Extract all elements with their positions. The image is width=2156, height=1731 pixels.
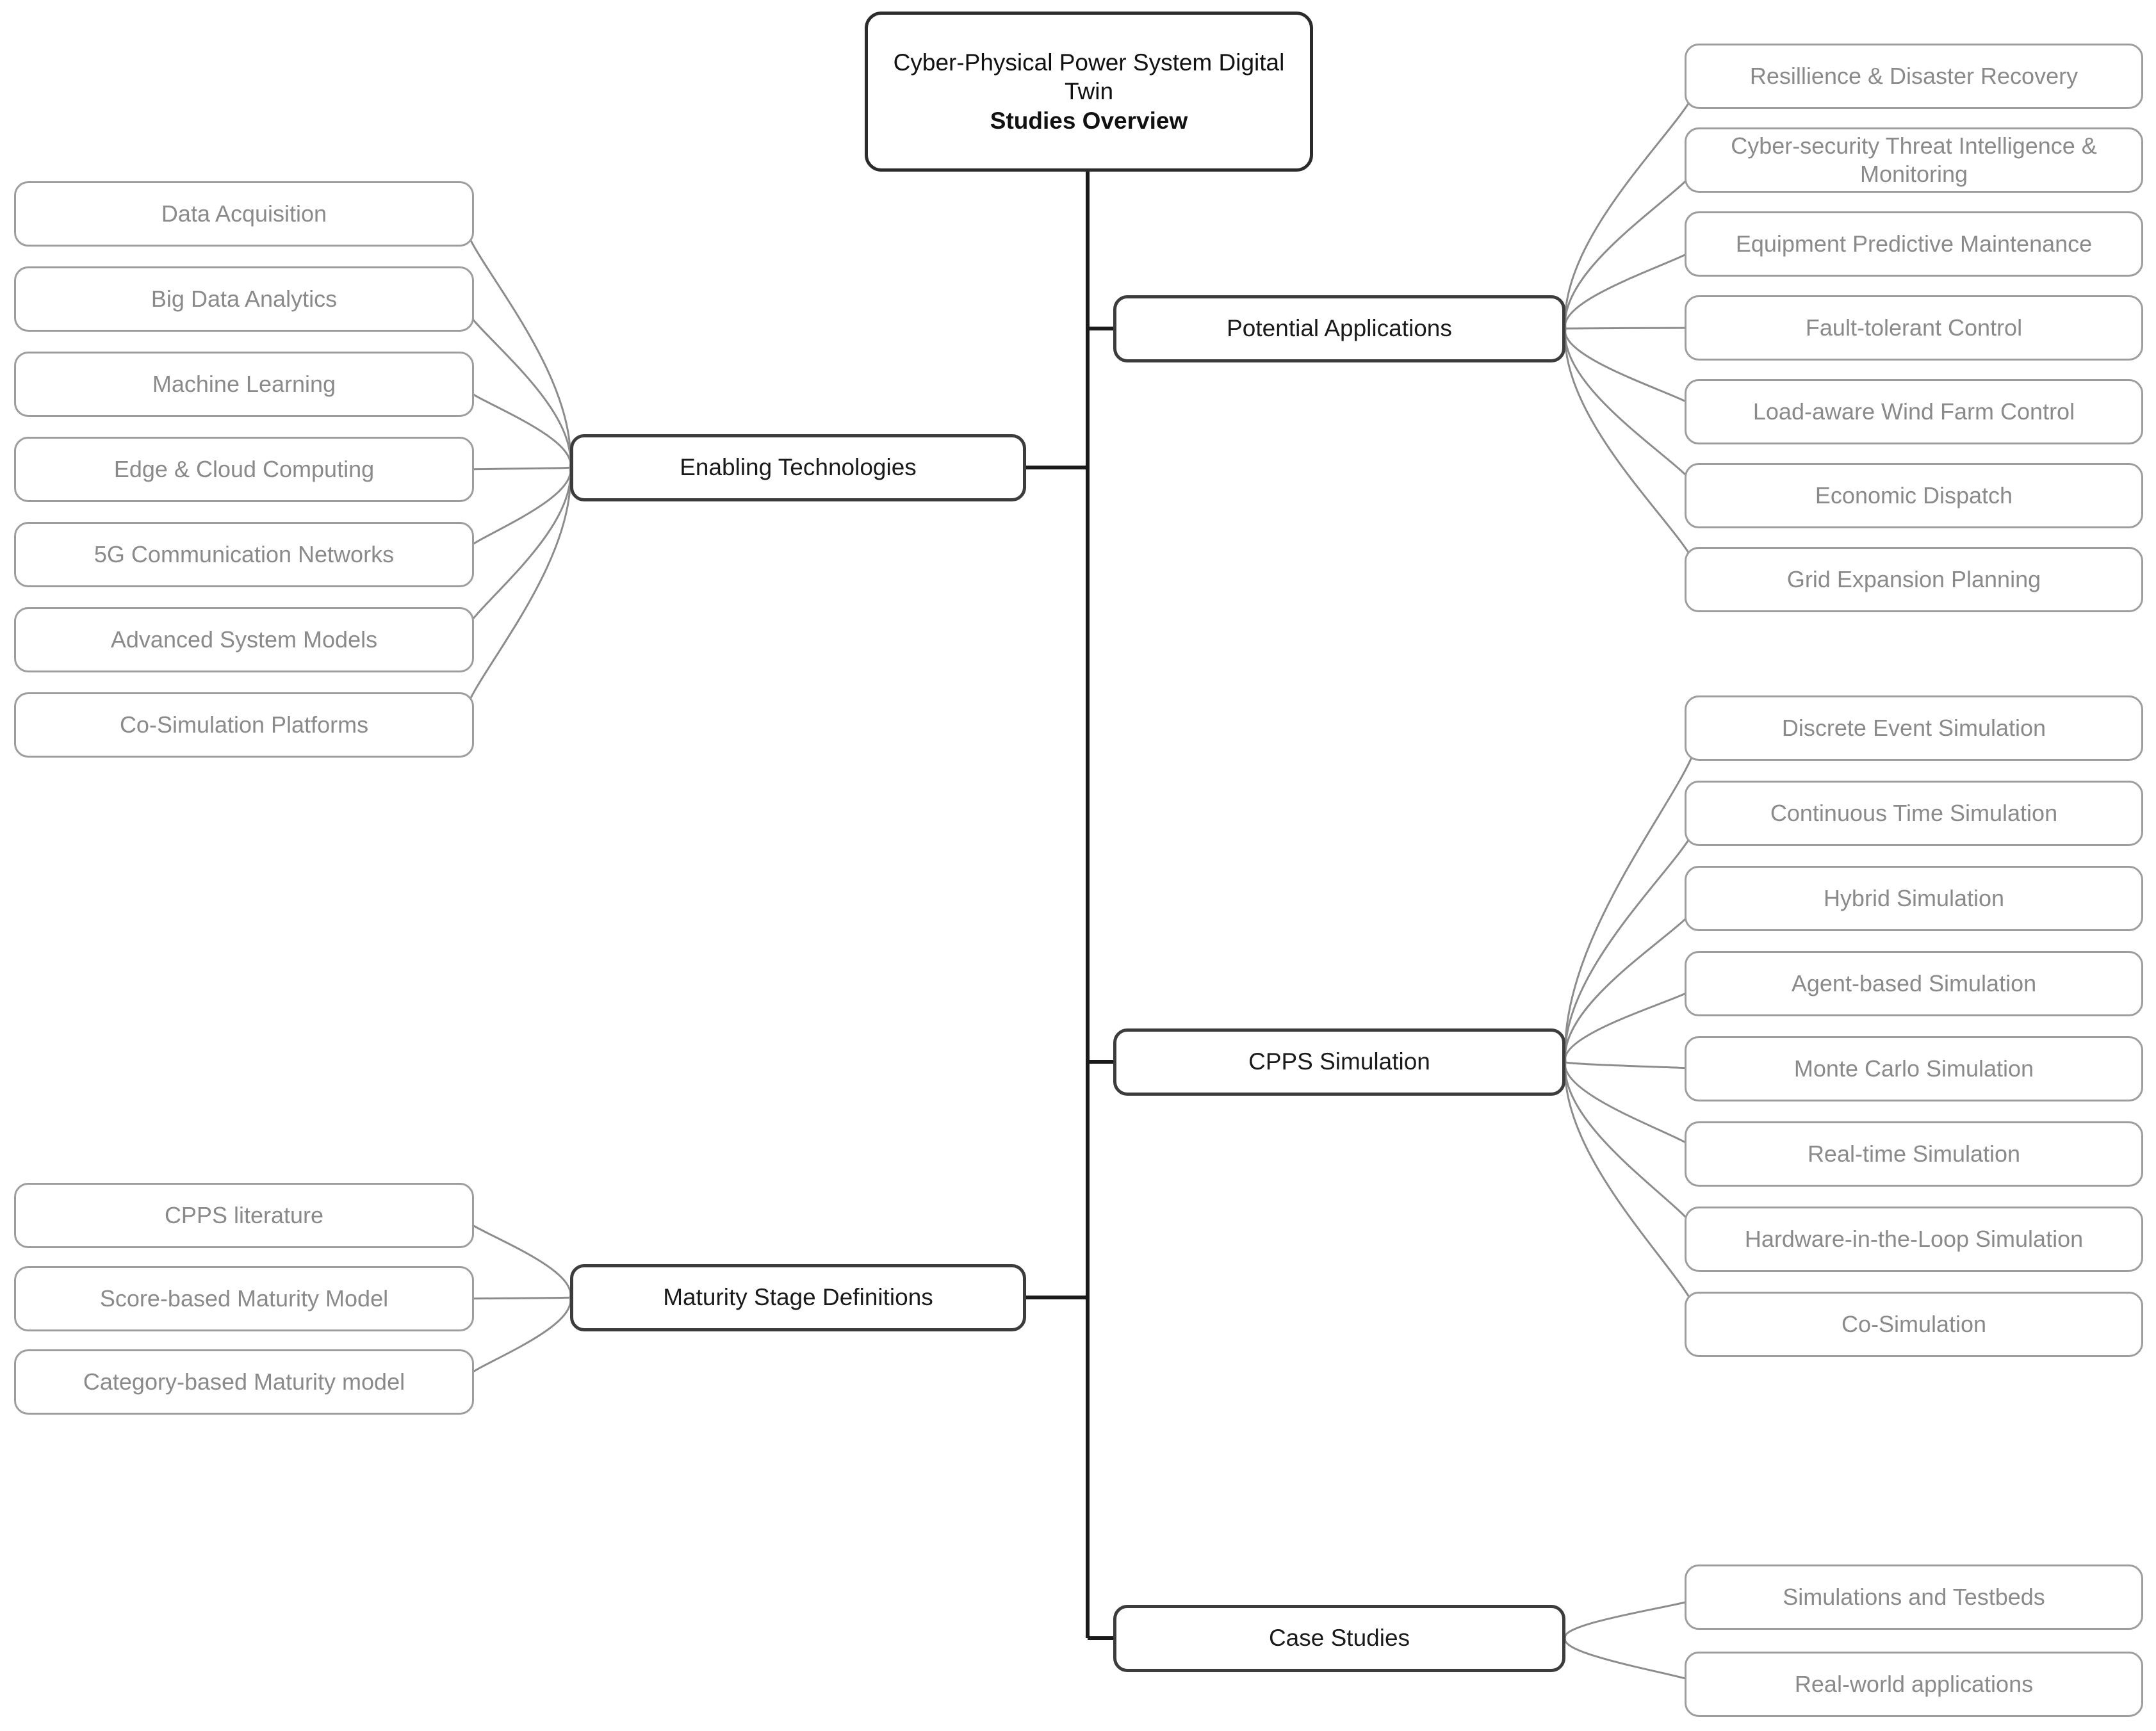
branch-node-potential-applications[interactable]: Potential Applications: [1113, 295, 1565, 362]
branch-label-enabling-technologies: Enabling Technologies: [680, 454, 917, 481]
leaf-node-enabling-technologies-0[interactable]: Data Acquisition: [14, 181, 474, 247]
leaf-node-cpps-simulation-5[interactable]: Real-time Simulation: [1685, 1121, 2143, 1187]
root-node[interactable]: Cyber-Physical Power System Digital Twin…: [865, 12, 1313, 172]
leaf-node-potential-applications-6[interactable]: Grid Expansion Planning: [1685, 547, 2143, 612]
leaf-label: Data Acquisition: [161, 200, 327, 227]
leaf-label: Hardware-in-the-Loop Simulation: [1744, 1226, 2084, 1253]
leaf-node-potential-applications-5[interactable]: Economic Dispatch: [1685, 463, 2143, 528]
leaf-label: Discrete Event Simulation: [1781, 715, 2046, 742]
leaf-label: Simulations and Testbeds: [1783, 1584, 2045, 1611]
leaf-node-enabling-technologies-5[interactable]: Advanced System Models: [14, 607, 474, 672]
leaf-node-case-studies-1[interactable]: Real-world applications: [1685, 1652, 2143, 1717]
branch-node-maturity-stage-definitions[interactable]: Maturity Stage Definitions: [570, 1264, 1026, 1331]
leaf-node-cpps-simulation-6[interactable]: Hardware-in-the-Loop Simulation: [1685, 1207, 2143, 1272]
branch-node-case-studies[interactable]: Case Studies: [1113, 1604, 1565, 1672]
branch-label-case-studies: Case Studies: [1268, 1625, 1410, 1652]
leaf-label: Edge & Cloud Computing: [113, 456, 375, 483]
leaf-label: Economic Dispatch: [1815, 482, 2013, 509]
root-title-line2: Studies Overview: [990, 107, 1188, 134]
leaf-label: Load-aware Wind Farm Control: [1752, 398, 2075, 425]
leaf-node-enabling-technologies-2[interactable]: Machine Learning: [14, 352, 474, 417]
leaf-node-cpps-simulation-4[interactable]: Monte Carlo Simulation: [1685, 1036, 2143, 1101]
leaf-label: Fault-tolerant Control: [1805, 314, 2023, 341]
leaf-node-cpps-simulation-7[interactable]: Co-Simulation: [1685, 1292, 2143, 1357]
leaf-node-cpps-simulation-3[interactable]: Agent-based Simulation: [1685, 951, 2143, 1016]
leaf-node-potential-applications-3[interactable]: Fault-tolerant Control: [1685, 295, 2143, 361]
leaf-node-cpps-simulation-1[interactable]: Continuous Time Simulation: [1685, 781, 2143, 846]
branch-label-cpps-simulation: CPPS Simulation: [1248, 1048, 1430, 1075]
leaf-node-maturity-stage-definitions-0[interactable]: CPPS literature: [14, 1183, 474, 1248]
leaf-label: Resillience & Disaster Recovery: [1749, 63, 2078, 90]
leaf-label: Big Data Analytics: [151, 286, 338, 313]
leaf-label: Advanced System Models: [110, 626, 378, 653]
leaf-label: Co-Simulation: [1841, 1311, 1987, 1338]
leaf-node-cpps-simulation-0[interactable]: Discrete Event Simulation: [1685, 695, 2143, 761]
leaf-node-maturity-stage-definitions-1[interactable]: Score-based Maturity Model: [14, 1266, 474, 1331]
leaf-label: Cyber-security Threat Intelligence & Mon…: [1731, 133, 2097, 187]
leaf-label: Machine Learning: [152, 371, 336, 398]
leaf-label: 5G Communication Networks: [94, 541, 395, 568]
leaf-node-maturity-stage-definitions-2[interactable]: Category-based Maturity model: [14, 1349, 474, 1415]
leaf-node-potential-applications-1[interactable]: Cyber-security Threat Intelligence & Mon…: [1685, 127, 2143, 193]
leaf-label: CPPS literature: [164, 1202, 324, 1229]
leaf-node-enabling-technologies-4[interactable]: 5G Communication Networks: [14, 522, 474, 587]
leaf-node-potential-applications-0[interactable]: Resillience & Disaster Recovery: [1685, 44, 2143, 109]
leaf-label: Grid Expansion Planning: [1786, 566, 2041, 593]
root-title-line1: Cyber-Physical Power System Digital Twin: [893, 49, 1285, 105]
leaf-label: Category-based Maturity model: [83, 1369, 405, 1395]
leaf-label: Agent-based Simulation: [1791, 970, 2037, 997]
leaf-label: Real-world applications: [1794, 1671, 2034, 1698]
leaf-node-enabling-technologies-3[interactable]: Edge & Cloud Computing: [14, 437, 474, 502]
branch-label-potential-applications: Potential Applications: [1227, 315, 1452, 342]
leaf-label: Continuous Time Simulation: [1770, 800, 2058, 827]
branch-node-enabling-technologies[interactable]: Enabling Technologies: [570, 434, 1026, 501]
leaf-label: Co-Simulation Platforms: [119, 711, 369, 738]
leaf-label: Hybrid Simulation: [1823, 885, 2005, 912]
leaf-label: Real-time Simulation: [1807, 1141, 2021, 1167]
leaf-label: Monte Carlo Simulation: [1793, 1055, 2034, 1082]
leaf-node-cpps-simulation-2[interactable]: Hybrid Simulation: [1685, 866, 2143, 931]
leaf-node-enabling-technologies-6[interactable]: Co-Simulation Platforms: [14, 692, 474, 758]
branch-node-cpps-simulation[interactable]: CPPS Simulation: [1113, 1028, 1565, 1096]
leaf-node-enabling-technologies-1[interactable]: Big Data Analytics: [14, 266, 474, 332]
leaf-node-potential-applications-4[interactable]: Load-aware Wind Farm Control: [1685, 379, 2143, 444]
branch-label-maturity-stage-definitions: Maturity Stage Definitions: [663, 1284, 933, 1311]
leaf-node-potential-applications-2[interactable]: Equipment Predictive Maintenance: [1685, 211, 2143, 277]
leaf-node-case-studies-0[interactable]: Simulations and Testbeds: [1685, 1564, 2143, 1630]
leaf-label: Score-based Maturity Model: [99, 1285, 389, 1312]
leaf-label: Equipment Predictive Maintenance: [1735, 231, 2093, 257]
